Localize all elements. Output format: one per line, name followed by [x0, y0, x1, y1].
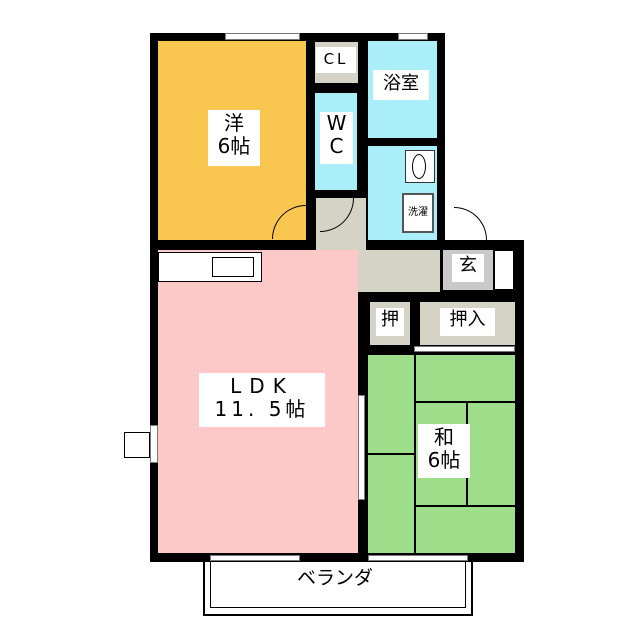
- window: [414, 346, 515, 352]
- storage-small-label: 押: [376, 308, 404, 336]
- door-swing: [454, 207, 487, 240]
- tatami-line: [414, 355, 416, 553]
- room-size: 11. 5帖: [214, 397, 310, 421]
- window: [210, 555, 300, 561]
- laundry-space: 洗濯: [402, 193, 434, 233]
- tatami-line: [414, 401, 515, 403]
- room-size: 6帖: [217, 134, 251, 158]
- window: [368, 555, 468, 561]
- room-toilet-label: W C: [320, 112, 353, 164]
- room-japanese-label: 和 6帖: [418, 424, 470, 478]
- window: [225, 33, 300, 40]
- kitchen-sink: [212, 257, 254, 277]
- window: [150, 425, 158, 463]
- balcony-inner: [210, 562, 466, 608]
- balcony-label: ベランダ: [296, 567, 373, 589]
- room-closet-label: CL: [316, 47, 356, 73]
- washbasin-bowl: [412, 154, 426, 179]
- room-western-label: 洋 6帖: [208, 110, 260, 166]
- room-bath-label: 浴室: [373, 70, 429, 100]
- toilet-line2: C: [329, 134, 344, 158]
- entrance-label: 玄: [452, 254, 484, 282]
- room-name: 洋: [224, 111, 244, 135]
- room-name: LDK: [230, 374, 294, 398]
- shoe-box: [494, 250, 514, 290]
- storage-large-label: 押入: [440, 308, 495, 336]
- tatami-line: [414, 505, 515, 507]
- room-size: 6帖: [427, 448, 461, 472]
- tatami-line: [368, 453, 414, 455]
- room-ldk-label: LDK 11. 5帖: [199, 373, 325, 427]
- toilet-line1: W: [326, 111, 347, 135]
- window: [398, 33, 428, 40]
- sliding-door: [358, 395, 365, 500]
- room-name: 和: [434, 425, 454, 449]
- bay-window: [124, 432, 150, 458]
